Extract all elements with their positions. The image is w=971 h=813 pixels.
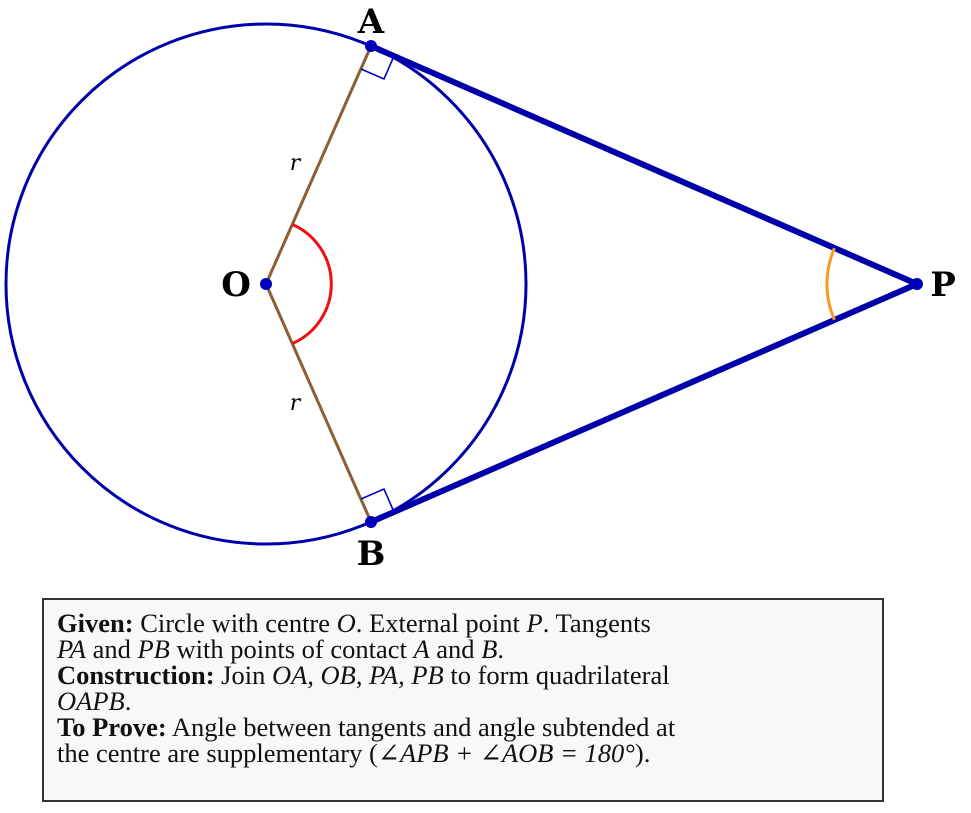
angle-arc-APB (825, 247, 836, 321)
text: . Tangents (542, 608, 651, 638)
radius-label-upper: r (290, 151, 302, 176)
math: ∠APB + ∠AOB = 180° (377, 738, 635, 768)
text: Join (214, 660, 272, 690)
text: . (497, 634, 504, 664)
text: . (124, 686, 132, 716)
text: and (429, 634, 482, 664)
label-P: P (930, 265, 956, 305)
right-angle-mark-A (360, 55, 395, 81)
to-prove-heading: To Prove: (57, 712, 167, 742)
label-O: O (221, 265, 251, 305)
math: O (336, 608, 356, 638)
text: to form quadrilateral (443, 660, 670, 690)
info-box: Given: Circle with centre O. External po… (42, 598, 884, 802)
text: ). (634, 738, 651, 768)
text: the centre are supplementary ( (57, 738, 378, 768)
text: . External point (355, 608, 527, 638)
point-P (911, 278, 923, 290)
tangent-PB (369, 281, 919, 525)
to-prove-line-2: the centre are supplementary (∠APB + ∠AO… (57, 738, 869, 768)
math: PB (137, 634, 170, 664)
math: B (481, 634, 498, 664)
text: Circle with centre (133, 608, 337, 638)
math: P (526, 608, 543, 638)
given-heading: Given: (57, 608, 134, 638)
point-B (365, 516, 377, 528)
construction-line-1: Construction: Join OA, OB, PA, PB to for… (57, 660, 869, 690)
construction-heading: Construction: (57, 660, 215, 690)
math: OAPB (57, 686, 125, 716)
radius-OB (264, 283, 373, 523)
label-A: A (357, 2, 385, 42)
radius-label-lower: r (290, 391, 302, 416)
text: Angle between tangents and angle subtend… (166, 712, 676, 742)
label-B: B (357, 534, 386, 574)
circle (4, 22, 528, 546)
math: A (413, 634, 430, 664)
right-angle-mark-B (360, 487, 395, 513)
angle-arc-AOB (292, 223, 333, 345)
construction-line-2: OAPB. (57, 686, 869, 716)
text: with points of contact (169, 634, 414, 664)
geometry-diagram: A B O P r r (4, 2, 956, 574)
point-A (365, 40, 377, 52)
given-line-2: PA and PB with points of contact A and B… (57, 634, 869, 664)
text: and (85, 634, 138, 664)
to-prove-line-1: To Prove: Angle between tangents and ang… (57, 712, 869, 742)
given-line-1: Given: Circle with centre O. External po… (57, 608, 869, 638)
tangent-PA (369, 43, 919, 287)
radius-OA (264, 45, 373, 285)
point-O (260, 278, 272, 290)
math: OA, OB, PA, PB (271, 660, 444, 690)
math: PA (57, 634, 86, 664)
